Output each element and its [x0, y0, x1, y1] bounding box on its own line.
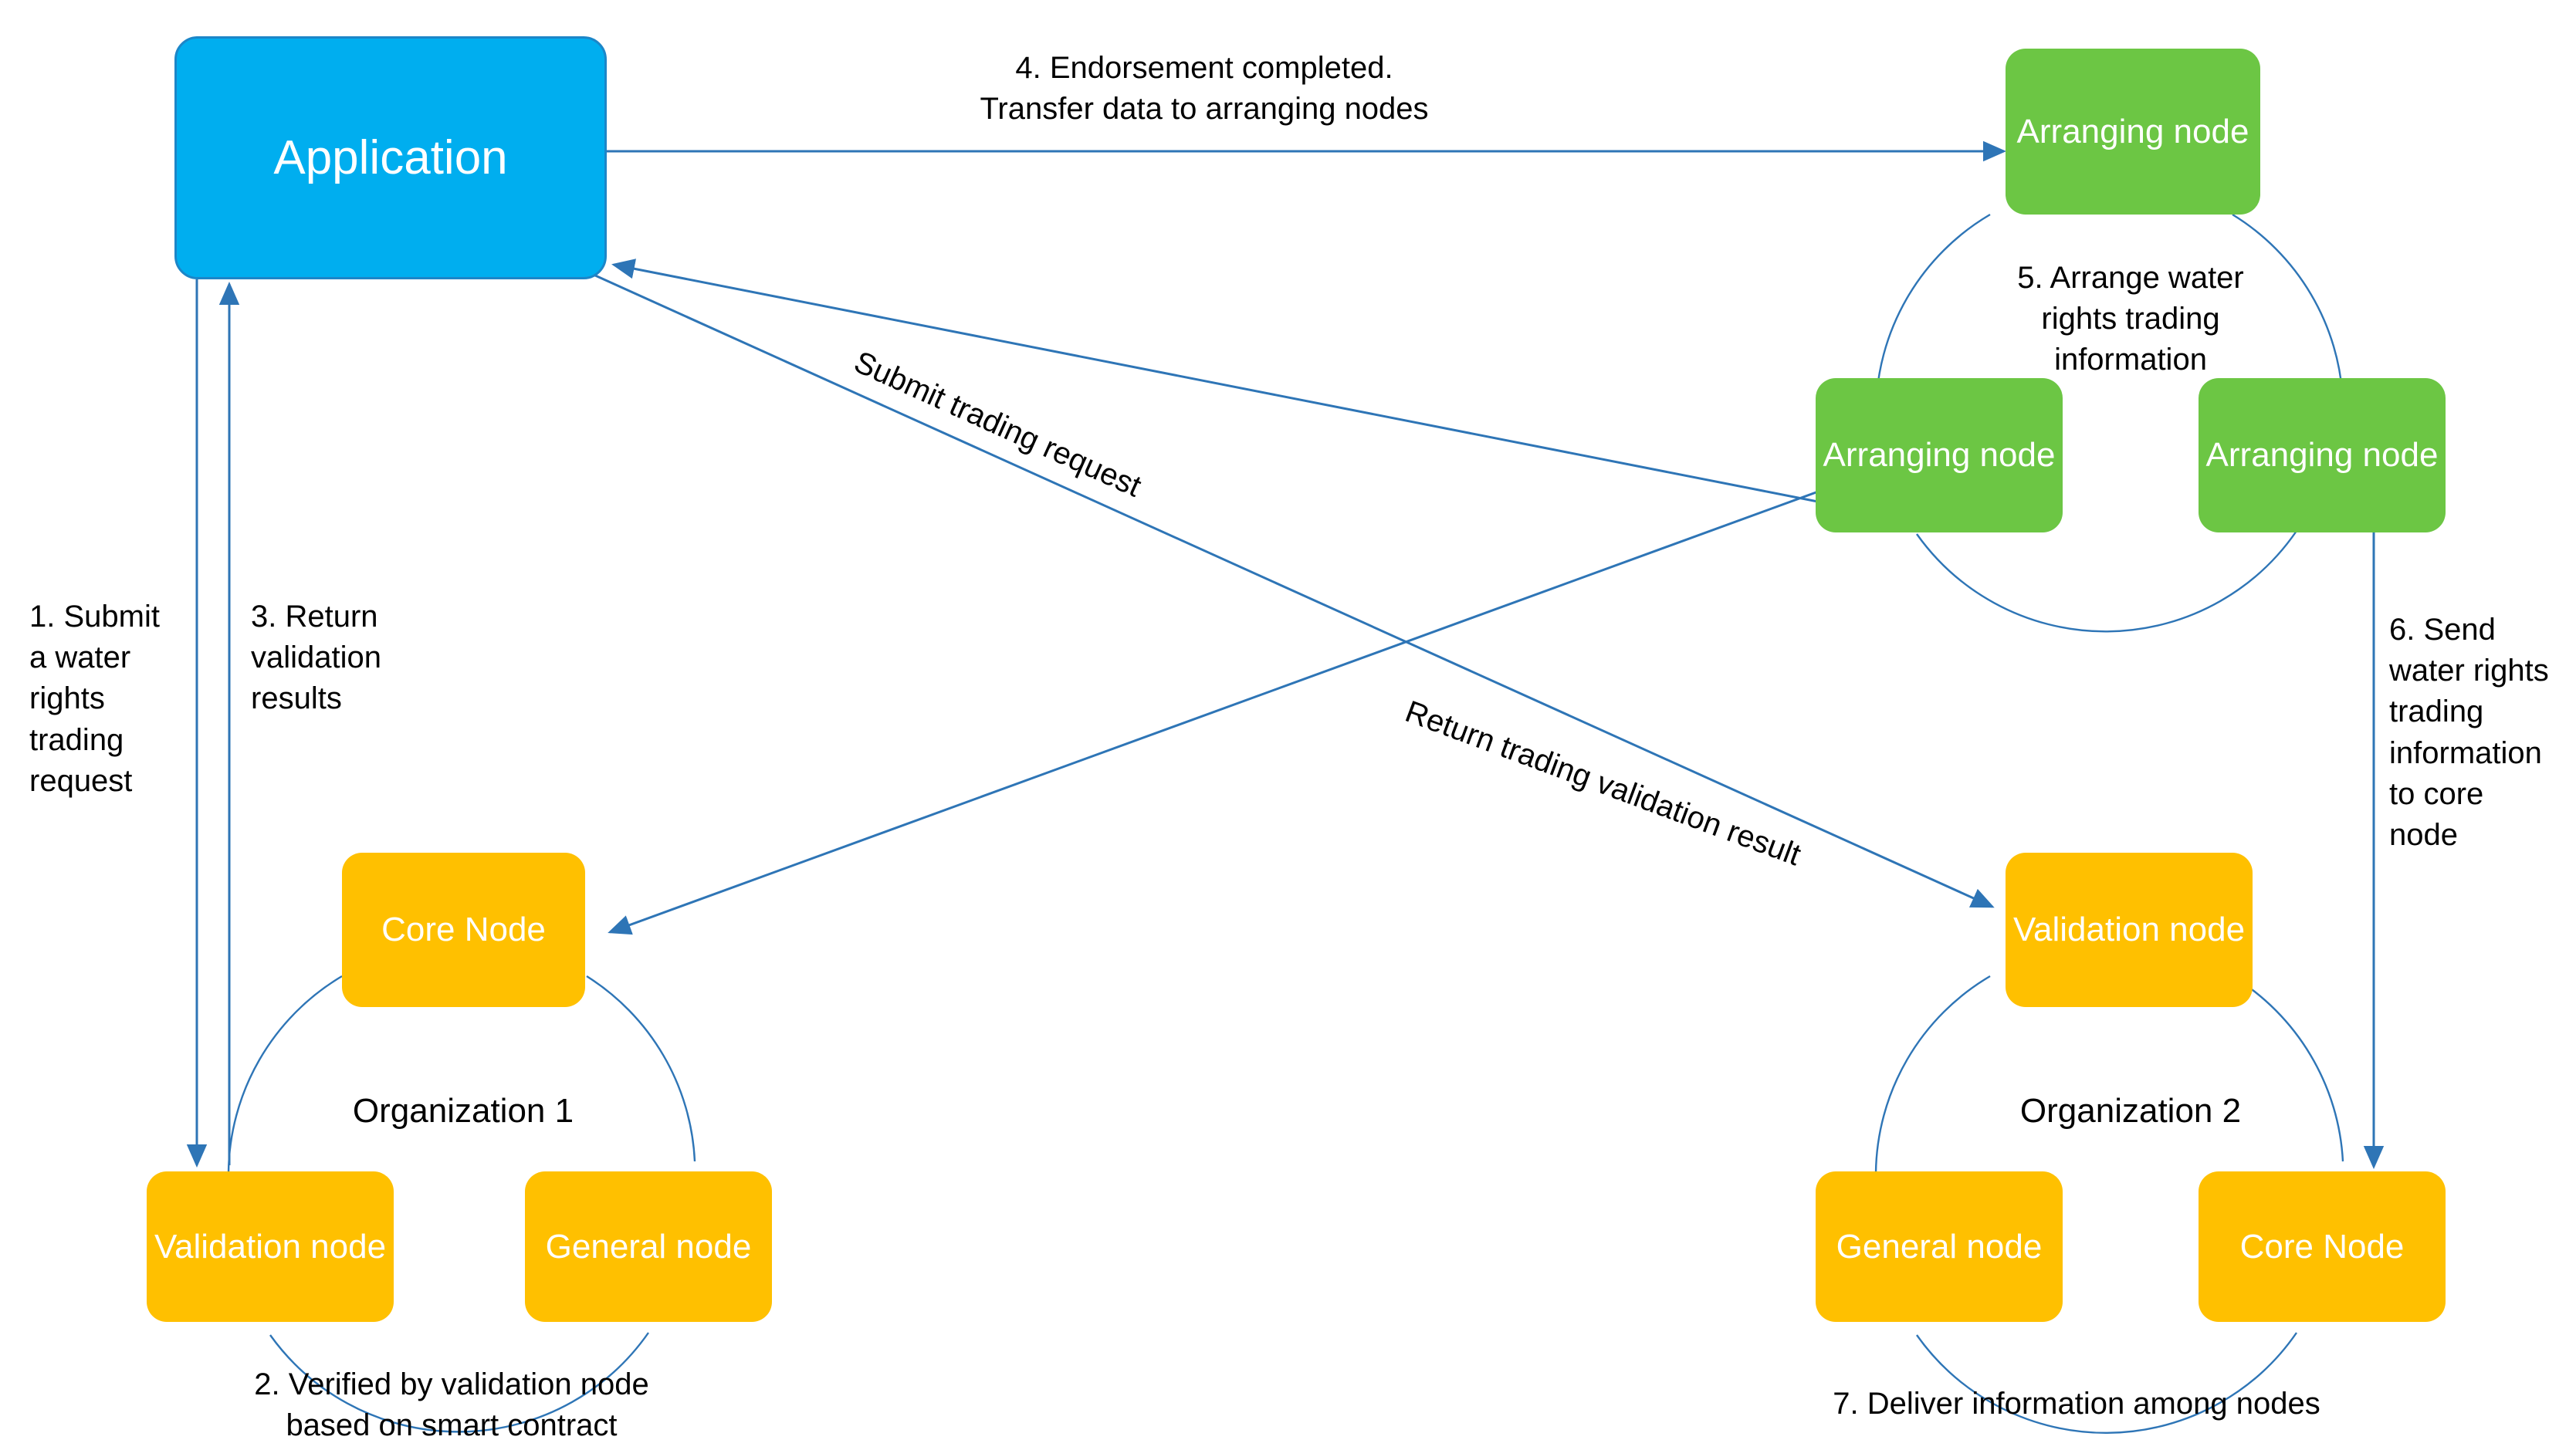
node-application-label: Application [273, 130, 508, 184]
node-org2-general-label: General node [1836, 1227, 2043, 1266]
org2-label: Organization 2 [2019, 1092, 2242, 1130]
org2-ring [1874, 975, 2344, 1434]
step-2-caption: 2. Verified by validation node based on … [254, 1367, 649, 1443]
step-7-caption: 7. Deliver information among nodes [1833, 1387, 2320, 1421]
edge-submit-trading-request [586, 270, 1995, 908]
node-arranging-top-label: Arranging node [2016, 112, 2249, 150]
node-org1-validation-label: Validation node [154, 1227, 387, 1266]
org1-label: Organization 1 [352, 1092, 574, 1130]
node-arranging-mid-left-label: Arranging node [1823, 436, 2056, 475]
org1-ring [227, 975, 696, 1433]
step-5-caption: 5. Arrange water rights trading informat… [2017, 261, 2244, 377]
node-org2-core[interactable]: Core Node [2199, 1171, 2446, 1322]
node-org1-core[interactable]: Core Node [342, 853, 585, 1007]
node-org2-validation-label: Validation node [2012, 911, 2246, 949]
step-6-caption: 6. Send water rights trading information… [2389, 613, 2549, 852]
node-org1-validation[interactable]: Validation node [147, 1171, 394, 1322]
node-org2-validation[interactable]: Validation node [2006, 853, 2253, 1007]
step-3-caption: 3. Return validation results [251, 600, 382, 716]
node-org1-core-label: Core Node [381, 911, 546, 949]
node-org1-general-label: General node [545, 1227, 752, 1266]
node-application[interactable]: Application [174, 36, 607, 279]
node-arranging-mid-right[interactable]: Arranging node [2199, 378, 2446, 532]
step-4-caption: 4. Endorsement completed. Transfer data … [980, 51, 1429, 127]
edge-return-trading-validation-result [608, 483, 1838, 935]
step-1-caption: 1. Submit a water rights trading request [29, 600, 160, 798]
edge-arranging-to-application [611, 259, 1838, 507]
node-arranging-mid-right-label: Arranging node [2205, 436, 2439, 475]
node-org2-general[interactable]: General node [1816, 1171, 2063, 1322]
node-arranging-mid-left[interactable]: Arranging node [1816, 378, 2063, 532]
node-org2-core-label: Core Node [2239, 1227, 2405, 1266]
node-org1-general[interactable]: General node [525, 1171, 772, 1322]
node-arranging-top[interactable]: Arranging node [2006, 49, 2260, 215]
